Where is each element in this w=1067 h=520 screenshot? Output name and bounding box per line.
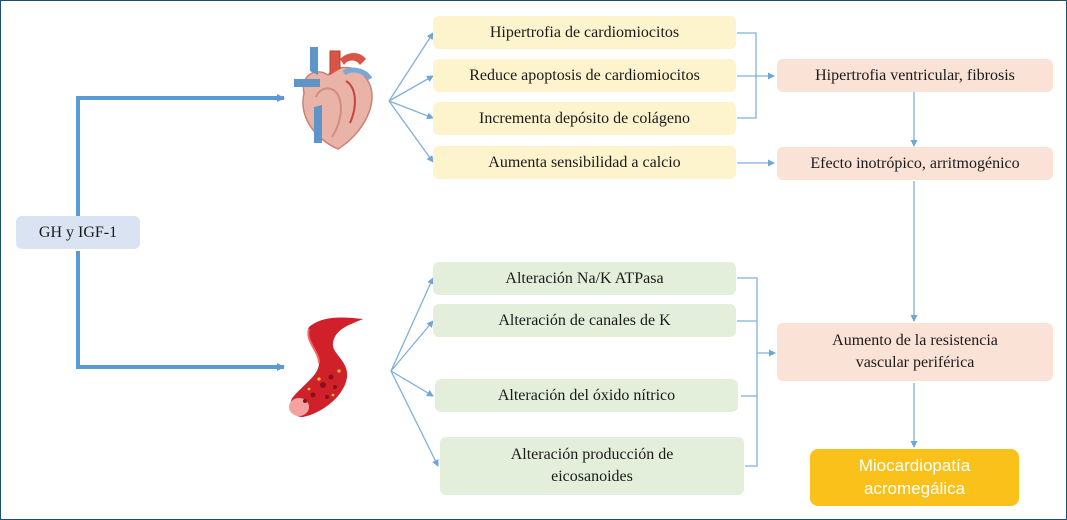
- vessel-effect-1: Alteración Na/K ATPasa: [433, 262, 736, 295]
- outcome-resistance: Aumento de la resistencia vascular perif…: [777, 323, 1053, 381]
- vessel-effect-2: Alteración de canales de K: [433, 304, 736, 337]
- source-box: GH y IGF-1: [16, 216, 140, 249]
- heart-bracket: [737, 32, 775, 167]
- heart-effect-3: Incrementa depósito de colágeno: [433, 102, 736, 135]
- vessel-bracket: [737, 277, 776, 467]
- outcome-hypertrophy: Hipertrofia ventricular, fibrosis: [777, 59, 1053, 92]
- outcome-inotropic: Efecto inotrópico, arritmogénico: [777, 147, 1053, 180]
- heart-effect-4: Aumenta sensibilidad a calcio: [433, 146, 736, 179]
- vessel-effect-4: Alteración producción de eicosanoides: [440, 437, 744, 495]
- vessel-fan: [390, 277, 439, 467]
- main-branch-down: [76, 251, 285, 371]
- heart-effect-2: Reduce apoptosis de cardiomiocitos: [433, 59, 736, 92]
- vessel-effect-3: Alteración del óxido nítrico: [435, 379, 738, 412]
- outcome-final: Miocardiopatía acromegálica: [810, 449, 1019, 506]
- heart-fan: [388, 32, 434, 163]
- main-branch-up: [76, 94, 285, 219]
- heart-effect-1: Hipertrofia de cardiomiocitos: [433, 16, 736, 49]
- heart-icon: [294, 47, 373, 150]
- blood-vessel-icon: [289, 317, 363, 417]
